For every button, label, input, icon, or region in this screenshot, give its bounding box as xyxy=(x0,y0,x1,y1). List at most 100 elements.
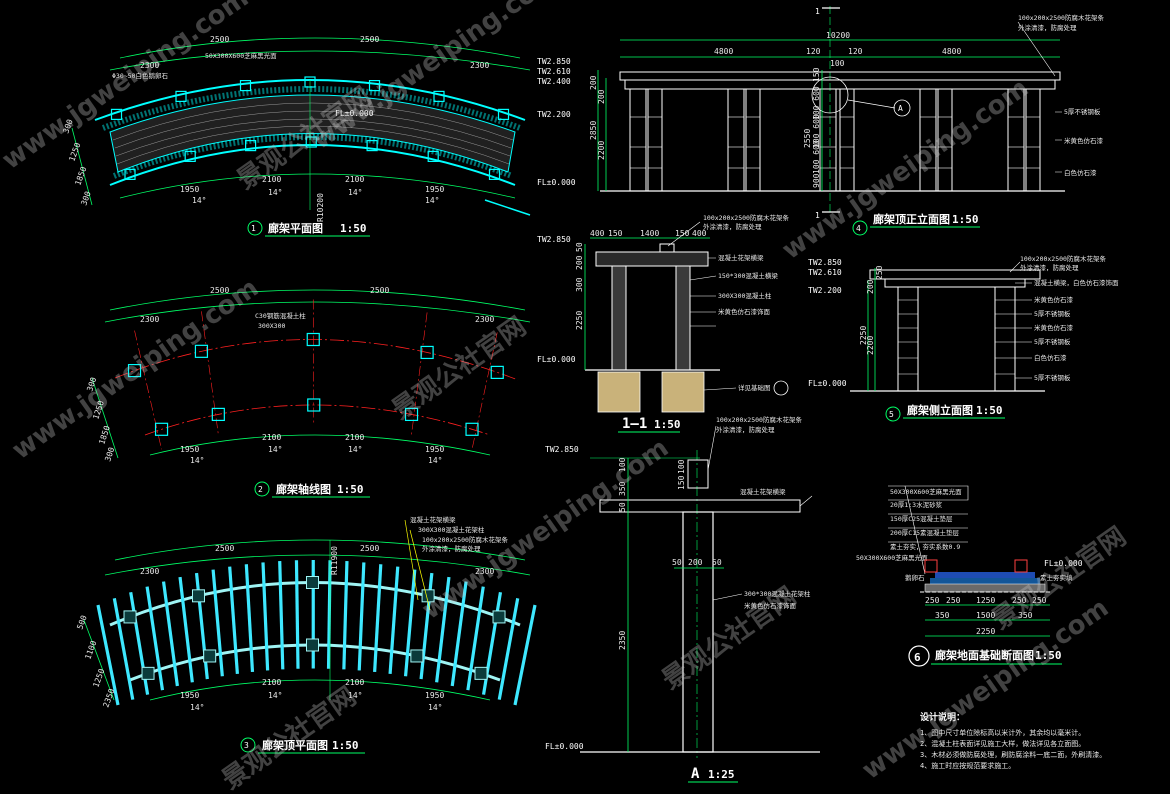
axis-left-dim-3: 1850 xyxy=(97,424,112,445)
fdn-dim-1-4: 250 xyxy=(1012,596,1027,605)
roof-column-outer xyxy=(306,576,319,589)
fdn-dim-2-3: 350 xyxy=(1018,611,1033,620)
axis-bottom-dim-1: 1950 xyxy=(180,445,199,454)
title-bubble-1 xyxy=(247,220,263,236)
watermark-cn-3: 景观公社官网 xyxy=(656,581,802,696)
roof-angle-1: 14° xyxy=(190,703,204,712)
plan-column-outer xyxy=(368,79,381,92)
front-post xyxy=(647,88,663,192)
front-elevation: 1 1 10200 4800 4800 120 100 120 A TW2.85… xyxy=(537,6,1104,220)
roof-leader-2 xyxy=(409,529,431,611)
roof-slat xyxy=(112,598,135,700)
front-right-leaders xyxy=(1017,21,1062,173)
plan-paving-grid xyxy=(112,102,514,165)
side-post-bands xyxy=(898,299,1015,375)
fdn-level: FL±0.000 xyxy=(1044,559,1083,568)
roof-angle-2: 14° xyxy=(268,691,282,700)
sec-top-dim-3: 1400 xyxy=(640,229,659,238)
plan-outer-dim-1: 2300 xyxy=(140,61,159,70)
side-note-7: 5厚不锈钢板 xyxy=(1034,337,1071,346)
plan-column-outer xyxy=(110,108,123,121)
axis-note-size: 300X300 xyxy=(258,322,285,330)
roof-slat xyxy=(373,564,383,673)
scale-detail-a: 1:25 xyxy=(708,768,735,781)
fdn-dim-2-2: 1500 xyxy=(976,611,995,620)
roof-slat xyxy=(435,576,451,683)
scale-4: 1:50 xyxy=(952,213,979,226)
axis-column-outer xyxy=(420,345,434,360)
design-note-4: 4、施工时应按规范要求施工。 xyxy=(920,761,1015,770)
roof-column-inner xyxy=(410,649,424,663)
axis-outer-dim-1: 2300 xyxy=(140,315,159,324)
side-note-9: 5厚不锈钢板 xyxy=(1034,373,1071,382)
roof-slat xyxy=(178,576,194,683)
roof-column-inner xyxy=(141,666,155,680)
plan-bottom-dim-4: 1950 xyxy=(425,185,444,194)
roof-left-dim-line xyxy=(83,619,115,701)
axis-left-dim-4: 300 xyxy=(103,446,116,463)
title-3: 廊架顶平面图 xyxy=(262,738,328,752)
fdn-pebble-layer xyxy=(935,572,1035,578)
axis-outer-dim-arc xyxy=(104,301,531,323)
plan-column-outer xyxy=(175,90,187,103)
fdn-tile-note: 50X300X600芝麻黑光面 xyxy=(856,553,928,562)
title-6: 廊架地面基础断面图 xyxy=(935,648,1034,662)
roof-column-outer xyxy=(123,610,137,624)
fdn-left-curb xyxy=(924,559,938,573)
plan-bottom-dim-3: 2100 xyxy=(345,175,364,184)
det-col-dim-1: 50 xyxy=(672,558,682,567)
axis-radial-line xyxy=(134,330,162,450)
title-num-2: 2 xyxy=(258,485,263,494)
axis-column-inner xyxy=(211,407,225,422)
axis-column-inner xyxy=(465,422,479,436)
sec-level-top: TW2.850 xyxy=(537,235,571,244)
plan-column-inner xyxy=(305,136,317,148)
title-detail-a: A xyxy=(691,766,700,782)
plan-outer-dim-arc xyxy=(109,50,531,71)
fdn-dim-3-1: 2250 xyxy=(976,627,995,636)
sec-note-2: 外涂清漆，防腐处理 xyxy=(703,222,762,231)
roof-slat xyxy=(497,598,520,700)
plan-bottom-edge-line xyxy=(484,199,531,216)
front-left-dim-line xyxy=(597,70,607,191)
axis-column-outer xyxy=(490,365,504,379)
plan-angle-4: 14° xyxy=(425,196,439,205)
plan-outer-dim-2: 2300 xyxy=(470,61,489,70)
det-note-1: 100x200x2500防腐木花架条 xyxy=(716,415,802,424)
roof-bottom-dim-4: 1950 xyxy=(425,691,444,700)
side-right-post xyxy=(994,286,1016,392)
front-note-1: 100x200x2500防腐木花架条 xyxy=(1018,13,1104,22)
plan-view: 2500 2500 2300 2300 1950 2100 2100 1950 … xyxy=(61,35,531,222)
plan-column-inner xyxy=(488,168,501,180)
plan-column-inner xyxy=(184,150,196,162)
plan-angle-1: 14° xyxy=(192,196,206,205)
plan-bottom-dim-arc xyxy=(119,173,516,199)
design-notes-heading: 设计说明： xyxy=(920,711,965,723)
side-left-post xyxy=(897,286,919,392)
det-beam xyxy=(599,499,801,513)
det-slat xyxy=(687,459,709,489)
sec-top-dim-4: 150 xyxy=(675,229,690,238)
roof-top-dim-2: 2500 xyxy=(360,544,379,553)
plan-pebble-band-outer xyxy=(101,86,522,131)
fdn-dim-lines xyxy=(925,604,1050,637)
scale-2: 1:50 xyxy=(337,483,364,496)
plan-column-outer xyxy=(304,76,316,88)
det-left-dim-3: 50 xyxy=(618,502,627,512)
det-level-bottom: FL±0.000 xyxy=(545,742,584,751)
side-left-dim-2: 200 xyxy=(866,279,875,294)
sec-ref-bubble xyxy=(773,380,789,396)
title-num-4: 4 xyxy=(856,224,861,233)
fdn-layer-1: 50X300X600芝麻黑光面 xyxy=(890,487,962,496)
front-left-dim-3: 2850 xyxy=(589,121,598,140)
front-note-5: 白色仿石漆 xyxy=(1064,168,1097,177)
design-note-2: 2、混凝土柱表面详见施工大样，做法详见各立面图。 xyxy=(920,739,1085,748)
plan-column-inner xyxy=(427,150,439,162)
front-post xyxy=(629,88,647,192)
plan-top-dim-2: 2500 xyxy=(360,35,379,44)
front-post xyxy=(819,88,837,192)
roof-note-1: 混凝土花架横梁 xyxy=(410,515,456,524)
plan-bottom-dim-2: 2100 xyxy=(262,175,281,184)
side-note-4: 米黄色仿石漆 xyxy=(1034,295,1074,304)
